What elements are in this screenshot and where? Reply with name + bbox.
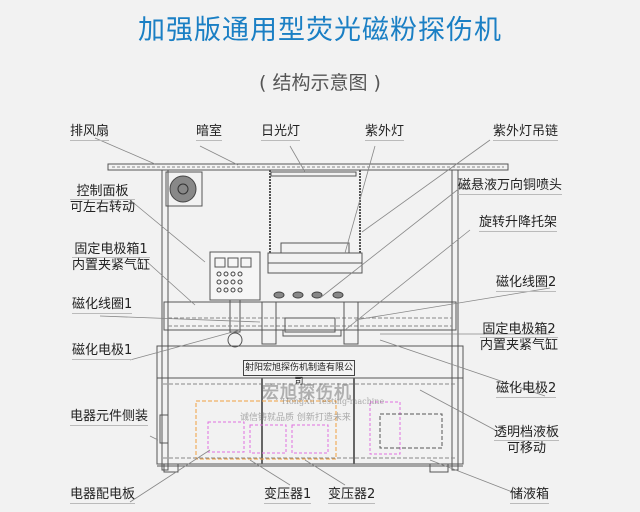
label-shield-line1: 透明档液板 — [494, 425, 560, 441]
diagram-title: 加强版通用型荧光磁粉探伤机 — [138, 15, 502, 46]
label-control-panel: 控制面板 可左右转动 — [70, 184, 136, 216]
control-arm-pivot — [227, 332, 243, 348]
label-electrode-1: 磁化电极1 — [72, 343, 133, 360]
diagram-subtitle: ( 结构示意图 ) — [259, 72, 381, 94]
electrode-box-2 — [343, 301, 359, 345]
roof-bar — [107, 163, 509, 171]
transformer-2-outline — [291, 424, 329, 454]
side-components — [159, 414, 169, 444]
right-post — [451, 169, 459, 471]
watermark-slogan: 诚信铸就品质 创新打造未来 — [240, 413, 351, 423]
tank-outline — [379, 413, 443, 449]
left-post — [161, 169, 169, 471]
electrode-box-1 — [261, 301, 277, 345]
lower-cabinet — [156, 377, 464, 465]
exhaust-fan-icon — [169, 175, 197, 203]
transformer-1-outline — [207, 421, 245, 453]
label-control-panel-line2: 可左右转动 — [70, 200, 136, 215]
label-tank: 储液箱 — [510, 487, 550, 504]
distribution-board-outline — [195, 400, 337, 460]
label-uv-lamp-chain: 紫外灯吊链 — [493, 124, 559, 141]
label-exhaust-fan: 排风扇 — [70, 124, 110, 141]
watermark-english: HongXu Testing-machine — [282, 397, 385, 406]
label-coil-2: 磁化线圈2 — [496, 275, 557, 292]
label-coil-1: 磁化线圈1 — [72, 297, 133, 314]
label-uv-lamp: 紫外灯 — [365, 124, 405, 141]
label-shield-line2: 可移动 — [507, 441, 547, 456]
label-electrode-box-2-line2: 内置夹紧气缸 — [480, 338, 559, 353]
uv-lamp-icon — [280, 242, 350, 254]
foot-left — [163, 463, 179, 473]
label-daylight-lamp: 日光灯 — [261, 124, 301, 141]
label-side-components: 电器元件侧装 — [70, 409, 149, 426]
label-darkroom: 暗室 — [196, 124, 223, 141]
foot-right — [429, 463, 449, 473]
label-electrode-2: 磁化电极2 — [496, 381, 557, 398]
label-electrode-box-2: 固定电极箱2 内置夹紧气缸 — [480, 322, 559, 354]
exhaust-fan-box — [165, 171, 203, 207]
watermark-brand: 宏旭探伤机 — [262, 383, 352, 403]
label-shield: 透明档液板 可移动 — [494, 425, 560, 457]
coil-assembly — [284, 317, 336, 333]
label-electrode-box-1-line2: 内置夹紧气缸 — [72, 258, 151, 273]
label-nozzle: 磁悬液万向铜喷头 — [458, 178, 563, 195]
label-electrode-box-1-line1: 固定电极箱1 — [72, 242, 151, 258]
label-transformer-2: 变压器2 — [328, 487, 376, 504]
label-electrode-box-1: 固定电极箱1 内置夹紧气缸 — [72, 242, 151, 274]
label-electrode-box-2-line1: 固定电极箱2 — [480, 322, 559, 338]
label-control-panel-line1: 控制面板 — [70, 184, 136, 200]
manufacturer-nameplate: 射阳宏旭探伤机制造有限公司 — [243, 360, 355, 387]
label-rotating-bracket: 旋转升降托架 — [479, 215, 558, 232]
label-transformer-1: 变压器1 — [264, 487, 312, 504]
daylight-lamp-icon — [270, 171, 357, 177]
label-distribution-board: 电器配电板 — [70, 487, 136, 504]
